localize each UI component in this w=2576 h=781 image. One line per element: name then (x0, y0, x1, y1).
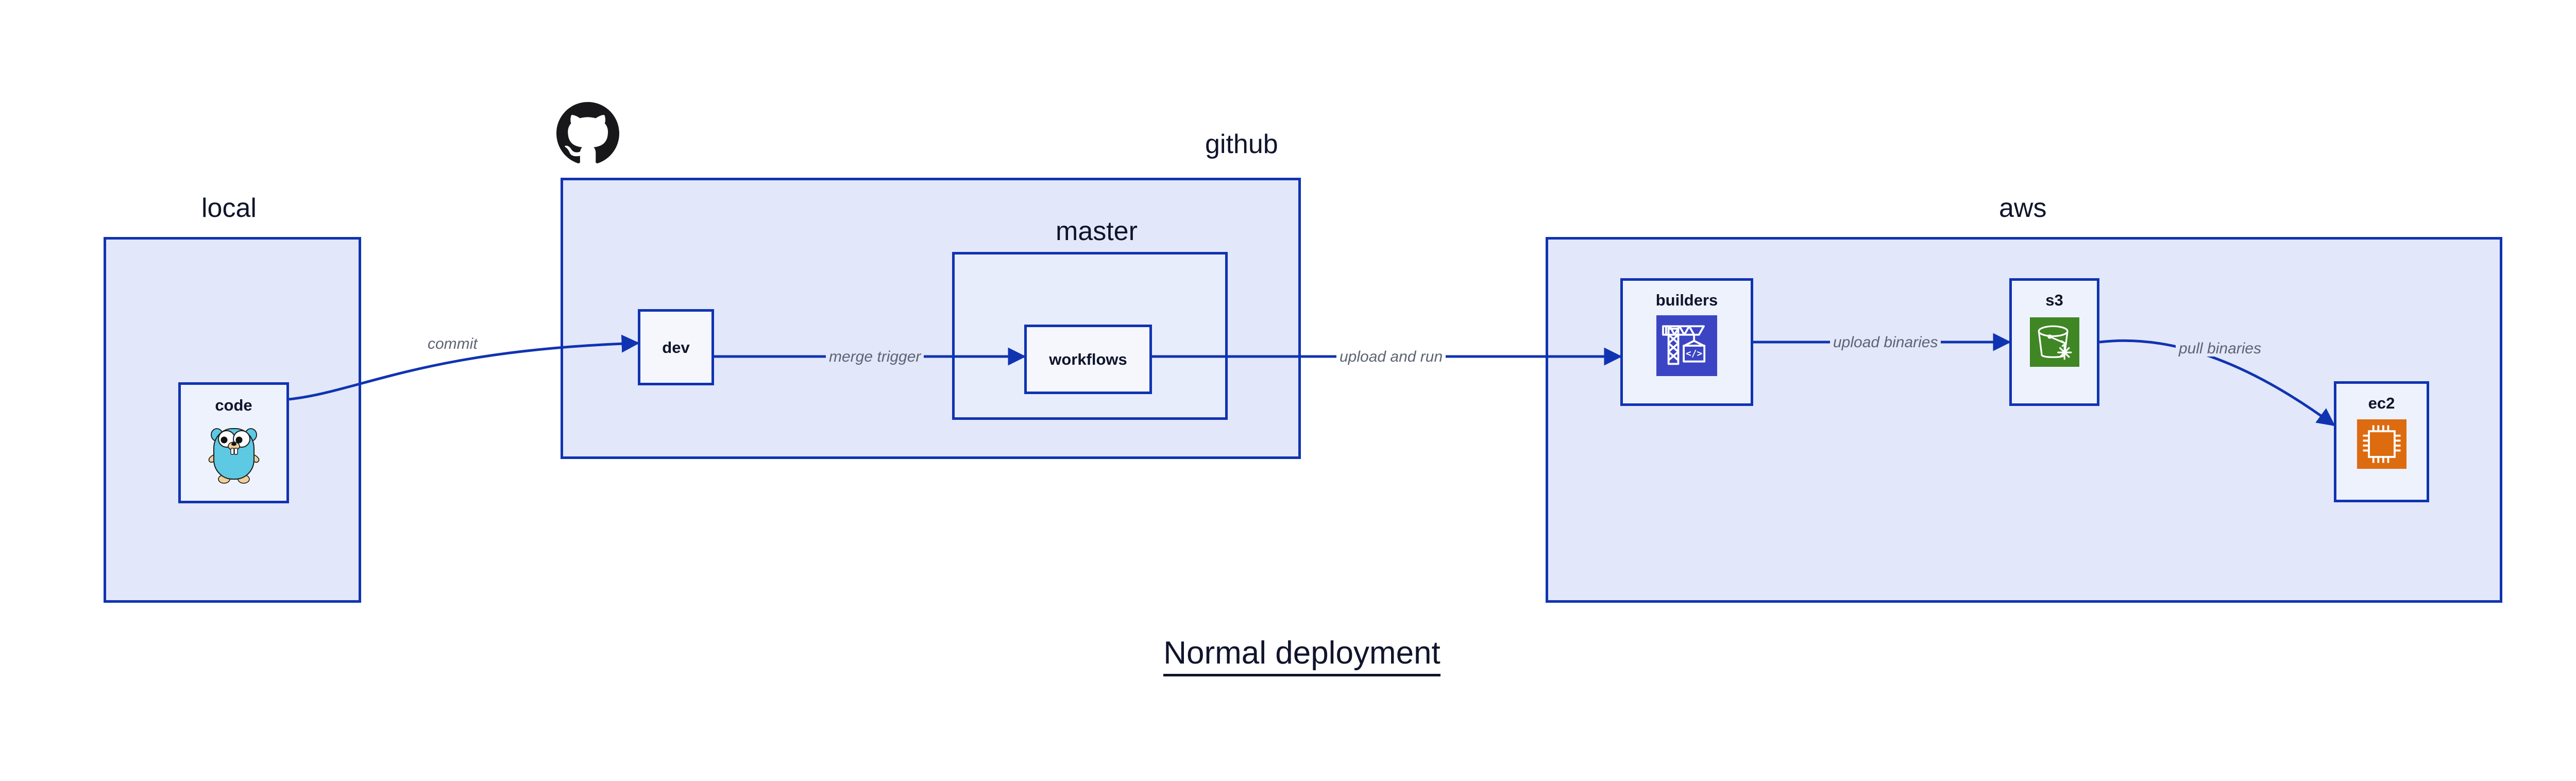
edge-label-commit: commit (425, 336, 481, 352)
node-builders[interactable]: builders (1620, 278, 1753, 406)
crane-code-icon: </> (1656, 315, 1717, 376)
group-label-aws: aws (1999, 193, 2047, 223)
node-ec2[interactable]: ec2 (2334, 381, 2429, 502)
edge-label-pull-binaries: pull binaries (2176, 341, 2265, 356)
group-label-github: github (1205, 129, 1278, 159)
node-ec2-label: ec2 (2368, 394, 2395, 412)
node-code[interactable]: code (178, 382, 289, 503)
s3-bucket-icon (2029, 317, 2079, 367)
github-octocat-icon (556, 102, 619, 165)
edge-label-upload-and-run: upload and run (1336, 349, 1446, 365)
cpu-chip-icon (2357, 419, 2406, 469)
page-title: Normal deployment (0, 635, 2576, 676)
page-title-text: Normal deployment (1163, 635, 1440, 676)
node-dev[interactable]: dev (638, 309, 714, 385)
node-workflows-label: workflows (1049, 350, 1127, 368)
node-s3[interactable]: s3 (2009, 278, 2099, 406)
node-s3-label: s3 (2045, 291, 2063, 309)
go-gopher-icon (206, 422, 262, 484)
edge-label-upload-binaries: upload binaries (1830, 335, 1941, 350)
edge-label-merge-trigger: merge trigger (826, 349, 924, 365)
svg-text:</>: </> (1686, 349, 1702, 359)
group-label-master: master (1056, 216, 1138, 246)
node-builders-label: builders (1655, 291, 1718, 309)
node-code-label: code (215, 396, 252, 414)
node-dev-label: dev (662, 338, 690, 356)
group-label-local: local (201, 193, 257, 223)
node-workflows[interactable]: workflows (1024, 325, 1152, 394)
